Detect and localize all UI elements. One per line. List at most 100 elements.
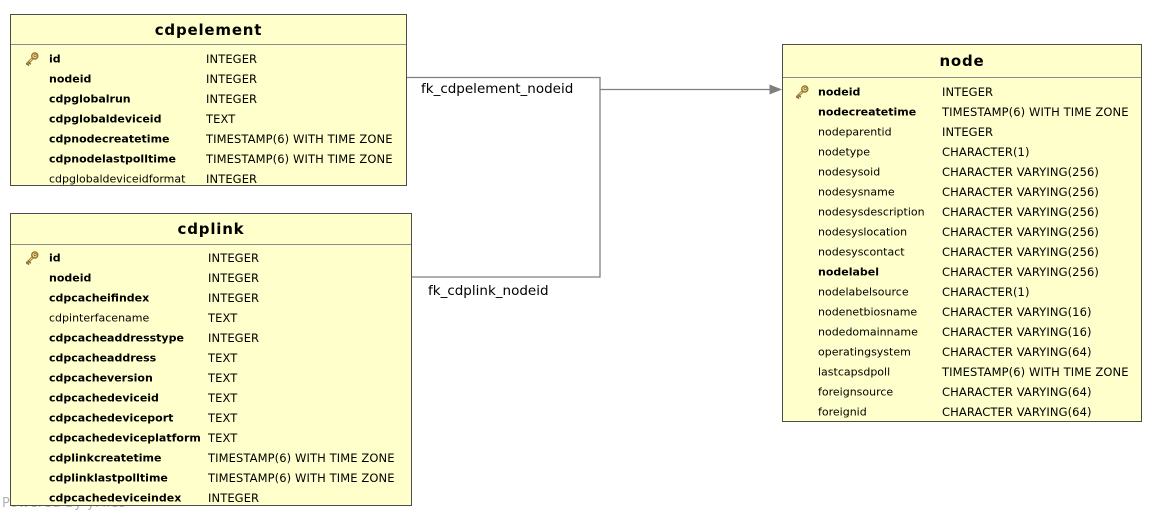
key-slot-empty xyxy=(24,71,40,87)
table-row: cdpcachedeviceplatform TEXT xyxy=(11,428,411,448)
column-type: INTEGER xyxy=(208,291,260,305)
column-name: cdpcacheaddress xyxy=(49,351,157,365)
column-type: TEXT xyxy=(206,112,236,126)
column-name: operatingsystem xyxy=(818,345,911,359)
column-type: INTEGER xyxy=(206,92,258,106)
column-type: INTEGER xyxy=(208,251,260,265)
entity-title: node xyxy=(939,52,985,70)
key-slot-empty xyxy=(24,470,40,486)
edge-path-merged xyxy=(407,76,601,278)
column-type: CHARACTER VARYING(64) xyxy=(942,345,1092,359)
entity-title: cdplink xyxy=(177,220,245,238)
key-slot-empty xyxy=(794,344,810,360)
column-type: INTEGER xyxy=(208,271,260,285)
key-slot-empty xyxy=(794,104,810,120)
column-name: nodeid xyxy=(818,85,861,99)
key-slot-empty xyxy=(794,144,810,160)
key-slot-empty xyxy=(24,171,40,187)
column-type: CHARACTER VARYING(16) xyxy=(942,325,1092,339)
key-slot-empty xyxy=(24,390,40,406)
column-name: cdplinkcreatetime xyxy=(49,451,162,465)
column-type: CHARACTER(1) xyxy=(942,145,1030,159)
relationship-label-cdplink-nodeid: fk_cdplink_nodeid xyxy=(428,283,549,299)
key-slot-empty xyxy=(24,430,40,446)
column-type: TEXT xyxy=(208,351,238,365)
column-type: TIMESTAMP(6) WITH TIME ZONE xyxy=(206,132,393,146)
column-type: CHARACTER VARYING(256) xyxy=(942,165,1100,179)
table-row: cdpglobaldeviceidformat INTEGER xyxy=(11,169,406,189)
column-name: cdpcachedeviceplatform xyxy=(49,431,201,445)
column-name: nodesysname xyxy=(818,185,895,199)
column-name: nodelabel xyxy=(818,265,880,279)
column-name: lastcapsdpoll xyxy=(818,365,891,379)
entity-header: cdpelement xyxy=(11,15,406,45)
key-slot-empty xyxy=(794,204,810,220)
key-slot-empty xyxy=(24,91,40,107)
key-slot-empty xyxy=(794,304,810,320)
column-name: cdpinterfacename xyxy=(49,311,150,325)
key-slot-empty xyxy=(24,370,40,386)
arrowhead-icon xyxy=(769,84,782,95)
column-name: id xyxy=(49,251,61,265)
key-slot-empty xyxy=(794,184,810,200)
column-type: INTEGER xyxy=(206,172,258,186)
column-type: INTEGER xyxy=(208,491,260,505)
column-type: TIMESTAMP(6) WITH TIME ZONE xyxy=(206,152,393,166)
column-type: CHARACTER VARYING(64) xyxy=(942,385,1092,399)
key-slot-empty xyxy=(24,330,40,346)
key-slot-empty xyxy=(24,151,40,167)
table-row: foreignsource CHARACTER VARYING(64) xyxy=(783,382,1141,402)
column-name: nodesysoid xyxy=(818,165,881,179)
column-type: CHARACTER(1) xyxy=(942,285,1030,299)
column-name: cdplinklastpolltime xyxy=(49,471,168,485)
key-slot-empty xyxy=(794,284,810,300)
column-type: CHARACTER VARYING(16) xyxy=(942,305,1092,319)
table-row: cdpcacheifindex INTEGER xyxy=(11,288,411,308)
column-name: cdpglobaldeviceidformat xyxy=(49,172,186,186)
column-name: cdpcachedeviceindex xyxy=(49,491,182,505)
key-slot-empty xyxy=(794,224,810,240)
column-name: cdpglobalrun xyxy=(49,92,131,106)
column-name: cdpcachedeviceport xyxy=(49,411,174,425)
column-name: cdpcacheifindex xyxy=(49,291,150,305)
column-name: foreignsource xyxy=(818,385,894,399)
key-slot-empty xyxy=(24,111,40,127)
primary-key-icon xyxy=(794,84,810,100)
column-type: TEXT xyxy=(208,391,238,405)
column-name: id xyxy=(49,52,61,66)
column-type: TIMESTAMP(6) WITH TIME ZONE xyxy=(942,105,1129,119)
key-slot-empty xyxy=(24,450,40,466)
column-type: TIMESTAMP(6) WITH TIME ZONE xyxy=(208,451,395,465)
column-type: TIMESTAMP(6) WITH TIME ZONE xyxy=(942,365,1129,379)
key-slot-empty xyxy=(24,131,40,147)
key-slot-empty xyxy=(794,364,810,380)
key-slot-empty xyxy=(794,264,810,280)
key-slot-empty xyxy=(24,350,40,366)
column-type: TEXT xyxy=(208,431,238,445)
key-slot-empty xyxy=(794,324,810,340)
column-name: cdpnodecreatetime xyxy=(49,132,170,146)
table-row: cdpcacheaddress TEXT xyxy=(11,348,411,368)
column-name: nodeparentid xyxy=(818,125,892,139)
column-name: nodetype xyxy=(818,145,871,159)
primary-key-icon xyxy=(24,250,40,266)
column-type: CHARACTER VARYING(256) xyxy=(942,185,1100,199)
